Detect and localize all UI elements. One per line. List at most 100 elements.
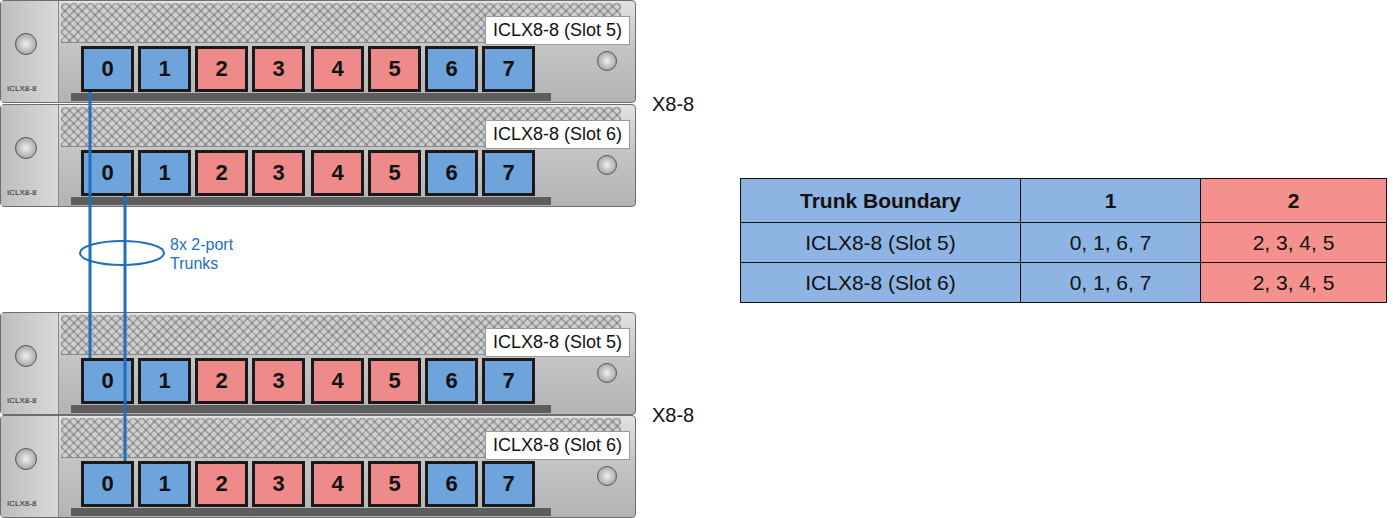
table-text: 2, 3, 4, 5 [1253, 231, 1335, 255]
port-box: 6 [425, 358, 478, 404]
port-box: 2 [195, 461, 248, 507]
table-cell: Trunk Boundary [740, 178, 1021, 223]
port-box: 4 [311, 358, 364, 404]
module-ear-label: ICLX8-8 [7, 188, 36, 197]
system-label: X8-8 [652, 404, 694, 427]
port-number: 2 [215, 58, 227, 80]
port-box: 5 [368, 461, 421, 507]
port-box: 7 [482, 358, 535, 404]
blade-module: ICLX8-8 (Slot 6) ICLX8-8 0 1 2 3 4 5 6 7 [0, 415, 636, 518]
table-text: 2 [1288, 189, 1300, 213]
trunk-ellipse [80, 241, 164, 265]
port-number: 3 [272, 473, 284, 495]
port-box: 7 [482, 150, 535, 196]
module-ear-label: ICLX8-8 [7, 499, 36, 508]
port-box: 0 [81, 358, 134, 404]
port-number: 1 [158, 370, 170, 392]
port-strip [71, 93, 551, 101]
table-text: 2, 3, 4, 5 [1253, 271, 1335, 295]
port-box: 4 [311, 461, 364, 507]
slot-label: ICLX8-8 (Slot 5) [485, 16, 630, 45]
port-number: 1 [158, 162, 170, 184]
port-number: 0 [101, 162, 113, 184]
port-number: 2 [215, 473, 227, 495]
port-box: 3 [252, 46, 305, 92]
port-box: 2 [195, 358, 248, 404]
blade-module: ICLX8-8 (Slot 6) ICLX8-8 0 1 2 3 4 5 6 7 [0, 104, 636, 207]
port-box: 6 [425, 150, 478, 196]
port-box: 2 [195, 46, 248, 92]
port-number: 1 [158, 58, 170, 80]
port-number: 3 [272, 370, 284, 392]
port-box: 4 [311, 150, 364, 196]
port-number: 7 [502, 473, 514, 495]
port-number: 1 [158, 473, 170, 495]
port-number: 2 [215, 162, 227, 184]
table-cell: 2 [1200, 178, 1387, 223]
port-number: 4 [331, 162, 343, 184]
table-text: Trunk Boundary [800, 189, 961, 213]
port-number: 4 [331, 473, 343, 495]
screw [597, 363, 617, 383]
table-text: ICLX8-8 (Slot 5) [805, 231, 956, 255]
port-number: 6 [445, 473, 457, 495]
port-box: 1 [138, 46, 191, 92]
trunk-cable [124, 196, 127, 461]
blade-module: ICLX8-8 (Slot 5)ICLX8-801234567 [0, 0, 636, 103]
port-box: 7 [482, 461, 535, 507]
port-number: 3 [272, 162, 284, 184]
table-text: 1 [1105, 189, 1117, 213]
port-box: 3 [252, 358, 305, 404]
port-box: 0 [81, 46, 134, 92]
table-text: 0, 1, 6, 7 [1070, 231, 1152, 255]
slot-label: ICLX8-8 (Slot 5) [485, 328, 630, 357]
port-number: 7 [502, 370, 514, 392]
screw [597, 155, 617, 175]
port-number: 5 [388, 370, 400, 392]
table-cell: 1 [1020, 178, 1201, 223]
port-box: 5 [368, 358, 421, 404]
port-strip [71, 197, 551, 205]
table-cell: 0, 1, 6, 7 [1020, 262, 1201, 303]
port-box: 5 [368, 150, 421, 196]
slot-label: ICLX8-8 (Slot 6) [485, 120, 630, 149]
table-cell: 2, 3, 4, 5 [1200, 262, 1387, 303]
table-text: ICLX8-8 (Slot 6) [805, 271, 956, 295]
blade-module: ICLX8-8 (Slot 5) ICLX8-8 0 1 2 3 4 5 6 7 [0, 312, 636, 415]
port-number: 2 [215, 370, 227, 392]
port-number: 0 [101, 370, 113, 392]
port-number: 4 [331, 370, 343, 392]
trunk-label: 8x 2-port Trunks [170, 235, 262, 273]
table-cell: ICLX8-8 (Slot 5) [740, 222, 1021, 263]
table-cell: 0, 1, 6, 7 [1020, 222, 1201, 263]
port-box: 0 [81, 461, 134, 507]
trunk-cable [89, 92, 92, 358]
port-box: 3 [252, 150, 305, 196]
screw [15, 33, 37, 55]
port-number: 3 [272, 58, 284, 80]
module-ear-label: ICLX8-8 [7, 84, 36, 93]
port-box: 1 [138, 150, 191, 196]
screw [15, 448, 37, 470]
table-cell: 2, 3, 4, 5 [1200, 222, 1387, 263]
port-number: 4 [331, 58, 343, 80]
port-strip [71, 405, 551, 413]
port-box: 5 [368, 46, 421, 92]
slot-label: ICLX8-8 (Slot 6) [485, 431, 630, 460]
port-box: 2 [195, 150, 248, 196]
port-box: 1 [138, 461, 191, 507]
screw [597, 51, 617, 71]
port-number: 5 [388, 162, 400, 184]
port-box: 4 [311, 46, 364, 92]
port-number: 7 [502, 162, 514, 184]
port-strip [71, 508, 551, 516]
system-label: X8-8 [652, 93, 694, 116]
port-number: 0 [101, 58, 113, 80]
port-number: 6 [445, 58, 457, 80]
module-ear-label: ICLX8-8 [7, 396, 36, 405]
port-number: 5 [388, 58, 400, 80]
port-box: 6 [425, 461, 478, 507]
port-number: 6 [445, 370, 457, 392]
port-number: 5 [388, 473, 400, 495]
